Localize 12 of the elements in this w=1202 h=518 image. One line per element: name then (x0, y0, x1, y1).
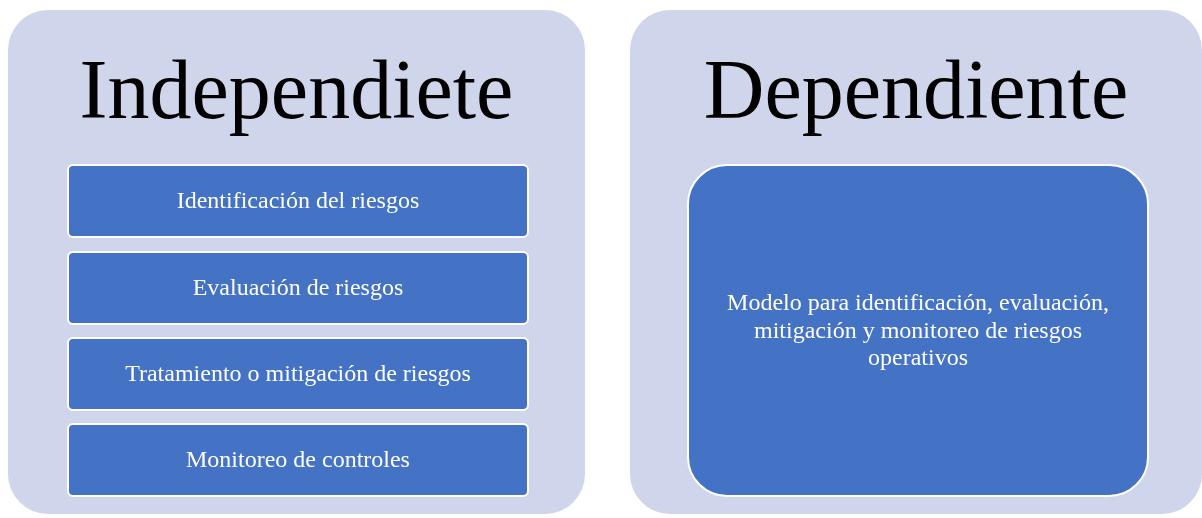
step-box (67, 337, 529, 411)
step-box (67, 423, 529, 497)
category-panel (8, 10, 585, 514)
step-box (67, 164, 529, 238)
category-panel (630, 10, 1202, 514)
step-text: Tratamiento o mitigación de riesgos (125, 360, 471, 388)
step-text: Identificación del riesgos (176, 187, 420, 215)
step-text: Monitoreo de controles (186, 446, 410, 474)
step-box (67, 251, 529, 325)
step-text: Modelo para identificación, evaluación, mitigación y monitoreo de riesgos operativos (726, 289, 1110, 372)
step-box (687, 164, 1149, 497)
step-text: Evaluación de riesgos (192, 274, 404, 302)
